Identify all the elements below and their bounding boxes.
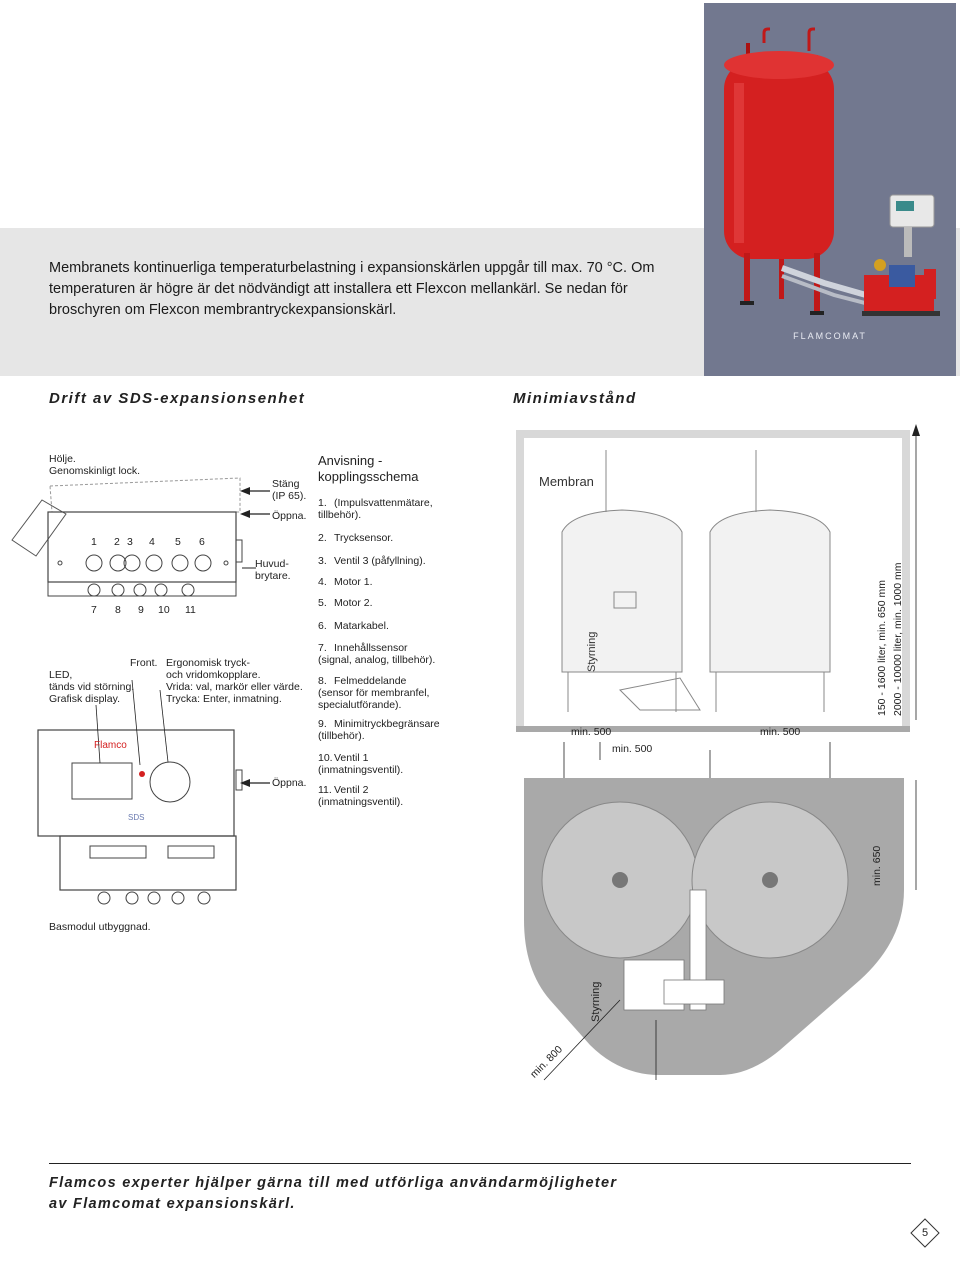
terminal-number: 10 [158,604,170,616]
min650-label: min. 650 [871,845,883,886]
base-label: Basmodul utbyggnad. [49,921,151,933]
left-heading: Drift av SDS-expansionsenhet [49,390,306,407]
min-distance-drawing [516,424,920,1081]
photo-caption: FLAMCOMAT [793,331,867,341]
min500-label: min. 500 [571,726,612,738]
legend-item: 5.Motor 2. [318,597,373,609]
terminal-number: 9 [138,604,144,616]
footer-text: Flamcos experter hjälper gärna till med … [49,1175,618,1212]
legend-item: 2.Trycksensor. [318,532,394,544]
close-label: Stäng (IP 65). [272,478,307,502]
footer-rule [49,1163,911,1164]
min500-label: min. 500 [612,743,653,755]
legend-item: 9.Minimitryckbegränsare (tillbehör). [318,718,440,742]
height-label-2: 2000 - 10000 liter, min. 1000 mm [892,562,904,716]
styrning-label-2: Styrning [590,981,602,1022]
min500-label: min. 500 [760,726,801,738]
open-label-2: Öppna. [272,777,307,789]
legend-item: 11.Ventil 2 (inmatningsventil). [318,784,404,808]
legend-item: 10.Ventil 1 (inmatningsventil). [318,752,404,776]
open-label: Öppna. [272,510,307,522]
led-label: LED, tänds vid störning. Grafisk display… [49,669,135,705]
terminal-number: 4 [149,536,155,548]
flamcomat-image [724,27,940,316]
membran-label: Membran [539,474,594,489]
legend-item: 6.Matarkabel. [318,620,389,632]
legend-item: 7.Innehållssensor (signal, analog, tillb… [318,642,436,666]
terminal-number: 6 [199,536,205,548]
intro-text: Membranets kontinuerliga temperaturbelas… [49,260,655,318]
legend-item: 8.Felmeddelande (sensor för membranfel, … [318,675,430,711]
brand-label: Flamco [94,740,127,751]
legend-title: Anvisning - kopplingsschema [318,453,419,484]
terminal-number: 8 [115,604,121,616]
page-number: 5 [921,1227,929,1239]
housing-label: Hölje. Genomskinligt lock. [49,453,141,477]
legend-item: 4.Motor 1. [318,576,373,588]
legend-item: 3.Ventil 3 (påfyllning). [318,555,426,567]
terminal-number: 2 [114,536,120,548]
front-label: Front. [130,657,158,669]
terminal-number: 7 [91,604,97,616]
product-photo: FLAMCOMAT [704,3,956,376]
main-switch-label: Huvud- brytare. [255,558,291,582]
knob-label: Ergonomisk tryck- och vridomkopplare. Vr… [166,657,303,705]
terminal-number: 1 [91,536,97,548]
height-label-1: 150 - 1600 liter, min. 650 mm [876,580,888,716]
terminal-number: 11 [185,604,196,616]
legend-item: 1.(Impulsvattenmätare, tillbehör). [318,497,433,521]
right-heading: Minimiavstånd [513,390,637,407]
page-diamond-icon [910,1218,940,1248]
device-drawing [11,477,270,905]
styrning-label: Styrning [586,631,598,672]
model-label: SDS [128,813,145,822]
terminal-number: 3 [127,536,133,548]
terminal-number: 5 [175,536,181,548]
